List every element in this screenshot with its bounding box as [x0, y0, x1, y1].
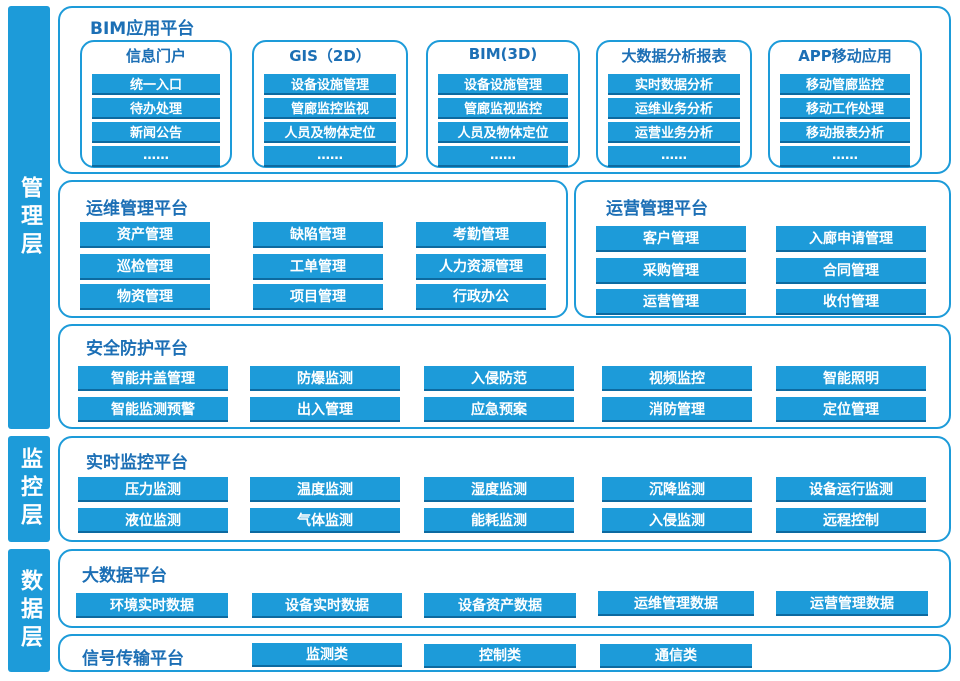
bim-group-title: 信息门户 [125, 47, 186, 65]
ops-mgmt-title: 运维管理平台 [86, 199, 188, 219]
realtime-item[interactable]: 压力监测 [78, 477, 228, 500]
security-title: 安全防护平台 [86, 339, 188, 359]
bigdata-item[interactable]: 设备实时数据 [252, 593, 402, 616]
bim-group-item[interactable]: …… [438, 146, 568, 165]
bigdata-item[interactable]: 设备资产数据 [424, 593, 576, 616]
bim-group-portal: 信息门户 统一入口 待办处理 新闻公告 …… [80, 40, 232, 168]
ops-mgmt-panel: 运维管理平台 资产管理 缺陷管理 考勤管理 巡检管理 工单管理 人力资源管理 物… [58, 180, 568, 318]
realtime-item[interactable]: 湿度监测 [424, 477, 574, 500]
bim-group-item[interactable]: 设备设施管理 [264, 74, 396, 93]
bim-group-item[interactable]: 新闻公告 [92, 122, 220, 141]
realtime-item[interactable]: 气体监测 [250, 508, 400, 531]
security-item[interactable]: 防爆监测 [250, 366, 400, 389]
business-mgmt-item[interactable]: 运营管理 [596, 289, 746, 313]
bim-group-title: APP移动应用 [798, 47, 892, 65]
bim-group-item[interactable]: 人员及物体定位 [264, 122, 396, 141]
realtime-title: 实时监控平台 [86, 453, 188, 473]
security-panel: 安全防护平台 智能井盖管理 防爆监测 入侵防范 视频监控 智能照明 智能监测预警… [58, 324, 951, 429]
bim-group-item[interactable]: 统一入口 [92, 74, 220, 93]
bigdata-title: 大数据平台 [82, 566, 167, 586]
ops-mgmt-item[interactable]: 物资管理 [80, 284, 210, 308]
realtime-panel: 实时监控平台 压力监测 温度监测 湿度监测 沉降监测 设备运行监测 液位监测 气… [58, 436, 951, 542]
security-item[interactable]: 出入管理 [250, 397, 400, 420]
signal-item[interactable]: 控制类 [424, 644, 576, 666]
signal-item[interactable]: 通信类 [600, 644, 752, 666]
bim-group-item[interactable]: 人员及物体定位 [438, 122, 568, 141]
security-item[interactable]: 智能监测预警 [78, 397, 228, 420]
ops-mgmt-item[interactable]: 人力资源管理 [416, 254, 546, 278]
bim-group-analytics: 大数据分析报表 实时数据分析 运维业务分析 运营业务分析 …… [596, 40, 752, 168]
ops-mgmt-item[interactable]: 巡检管理 [80, 254, 210, 278]
bim-group-item[interactable]: 移动工作处理 [780, 98, 910, 117]
signal-item[interactable]: 监测类 [252, 643, 402, 665]
realtime-item[interactable]: 远程控制 [776, 508, 926, 531]
bim-group-item[interactable]: …… [780, 146, 910, 165]
bim-group-item[interactable]: …… [608, 146, 740, 165]
bim-group-item[interactable]: …… [92, 146, 220, 165]
layer-label-monitoring: 监控层 [8, 436, 50, 542]
bim-group-title: 大数据分析报表 [621, 47, 727, 65]
ops-mgmt-item[interactable]: 缺陷管理 [253, 222, 383, 246]
security-item[interactable]: 智能井盖管理 [78, 366, 228, 389]
business-mgmt-item[interactable]: 收付管理 [776, 289, 926, 313]
ops-mgmt-item[interactable]: 工单管理 [253, 254, 383, 278]
realtime-item[interactable]: 液位监测 [78, 508, 228, 531]
bim-group-item[interactable]: 移动报表分析 [780, 122, 910, 141]
bim-group-gis: GIS（2D） 设备设施管理 管廊监控监视 人员及物体定位 …… [252, 40, 408, 168]
bim-group-item[interactable]: 待办处理 [92, 98, 220, 117]
realtime-item[interactable]: 入侵监测 [602, 508, 752, 531]
realtime-item[interactable]: 沉降监测 [602, 477, 752, 500]
security-item[interactable]: 智能照明 [776, 366, 926, 389]
bim-group-item[interactable]: 移动管廊监控 [780, 74, 910, 93]
business-mgmt-item[interactable]: 采购管理 [596, 258, 746, 282]
signal-title: 信号传输平台 [82, 649, 184, 669]
business-mgmt-panel: 运营管理平台 客户管理 入廊申请管理 采购管理 合同管理 运营管理 收付管理 [574, 180, 951, 318]
business-mgmt-title: 运营管理平台 [606, 199, 708, 219]
security-item[interactable]: 定位管理 [776, 397, 926, 420]
realtime-item[interactable]: 能耗监测 [424, 508, 574, 531]
realtime-item[interactable]: 温度监测 [250, 477, 400, 500]
bim-group-app: APP移动应用 移动管廊监控 移动工作处理 移动报表分析 …… [768, 40, 922, 168]
bim-platform-title: BIM应用平台 [90, 19, 195, 39]
bigdata-panel: 大数据平台 环境实时数据 设备实时数据 设备资产数据 运维管理数据 运营管理数据 [58, 549, 951, 628]
ops-mgmt-item[interactable]: 考勤管理 [416, 222, 546, 246]
bim-group-item[interactable]: 管廊监视监控 [438, 98, 568, 117]
business-mgmt-item[interactable]: 客户管理 [596, 226, 746, 250]
layer-label-data: 数据层 [8, 549, 50, 672]
ops-mgmt-item[interactable]: 项目管理 [253, 284, 383, 308]
security-item[interactable]: 视频监控 [602, 366, 752, 389]
business-mgmt-item[interactable]: 入廊申请管理 [776, 226, 926, 250]
bigdata-item[interactable]: 运营管理数据 [776, 591, 928, 614]
bim-group-item[interactable]: 管廊监控监视 [264, 98, 396, 117]
bim-group-item[interactable]: 实时数据分析 [608, 74, 740, 93]
bim-group-item[interactable]: 运维业务分析 [608, 98, 740, 117]
signal-panel: 信号传输平台 监测类 控制类 通信类 [58, 634, 951, 672]
business-mgmt-item[interactable]: 合同管理 [776, 258, 926, 282]
layer-label-management: 管理层 [8, 6, 50, 429]
realtime-item[interactable]: 设备运行监测 [776, 477, 926, 500]
bim-group-title: GIS（2D） [289, 47, 371, 65]
ops-mgmt-item[interactable]: 行政办公 [416, 284, 546, 308]
security-item[interactable]: 应急预案 [424, 397, 574, 420]
bim-group-item[interactable]: 设备设施管理 [438, 74, 568, 93]
security-item[interactable]: 入侵防范 [424, 366, 574, 389]
bim-platform-panel: BIM应用平台 信息门户 统一入口 待办处理 新闻公告 …… GIS（2D） 设… [58, 6, 951, 174]
bim-group-item[interactable]: …… [264, 146, 396, 165]
security-item[interactable]: 消防管理 [602, 397, 752, 420]
bim-group-item[interactable]: 运营业务分析 [608, 122, 740, 141]
ops-mgmt-item[interactable]: 资产管理 [80, 222, 210, 246]
bigdata-item[interactable]: 运维管理数据 [598, 591, 754, 614]
bim-group-bim3d: BIM(3D) 设备设施管理 管廊监视监控 人员及物体定位 …… [426, 40, 580, 168]
bim-group-title: BIM(3D) [468, 45, 538, 63]
bigdata-item[interactable]: 环境实时数据 [76, 593, 228, 616]
